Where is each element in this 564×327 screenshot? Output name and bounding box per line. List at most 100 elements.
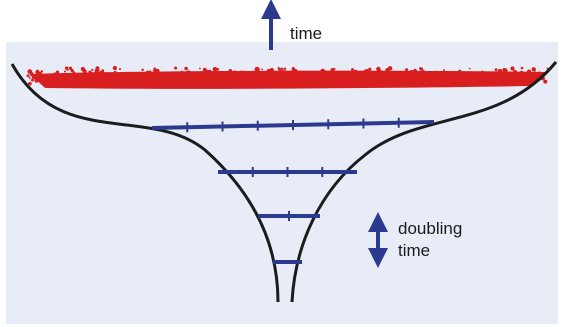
surface-speck (457, 76, 461, 80)
surface-speck (469, 68, 471, 70)
surface-speck (391, 75, 395, 79)
surface-speck (444, 72, 448, 76)
surface-speck (388, 66, 392, 70)
surface-speck (155, 73, 159, 77)
surface-speck (271, 75, 275, 79)
surface-speck (370, 81, 372, 83)
surface-speck (293, 69, 298, 74)
surface-speck (424, 74, 427, 77)
surface-speck (436, 77, 440, 81)
surface-speck (379, 82, 381, 84)
surface-speck (493, 71, 495, 73)
surface-speck (344, 73, 346, 75)
surface-speck (174, 66, 177, 69)
surface-speck (324, 82, 326, 84)
surface-speck (188, 77, 190, 79)
surface-speck (266, 71, 268, 73)
surface-speck (37, 72, 39, 74)
surface-speck (543, 80, 547, 84)
surface-speck (405, 68, 408, 71)
surface-speck (508, 75, 511, 78)
surface-speck (153, 70, 155, 72)
surface-speck (54, 81, 56, 83)
surface-speck (446, 79, 448, 81)
surface-speck (487, 74, 489, 76)
surface-speck (276, 72, 279, 75)
surface-speck (409, 74, 414, 79)
surface-speck (534, 70, 536, 72)
surface-speck (537, 75, 539, 77)
surface-speck (275, 77, 279, 81)
surface-speck (118, 78, 121, 81)
surface-speck (454, 72, 458, 76)
surface-speck (121, 80, 124, 83)
surface-speck (284, 68, 287, 71)
surface-speck (318, 75, 320, 77)
surface-speck (429, 79, 431, 81)
surface-speck (199, 68, 201, 70)
surface-speck (495, 75, 498, 78)
surface-speck (212, 73, 216, 77)
surface-speck (527, 70, 532, 75)
surface-speck (116, 74, 119, 77)
surface-speck (146, 71, 149, 74)
surface-speck (138, 72, 142, 76)
surface-speck (394, 83, 396, 85)
surface-speck (184, 67, 188, 71)
surface-speck (208, 80, 212, 84)
surface-speck (119, 68, 121, 70)
surface-speck (56, 71, 59, 74)
surface-speck (64, 70, 66, 72)
surface-speck (125, 77, 130, 82)
surface-speck (243, 81, 246, 84)
surface-speck (216, 68, 219, 71)
surface-speck (144, 75, 148, 79)
surface-speck (368, 68, 371, 71)
surface-speck (447, 75, 452, 80)
surface-speck (510, 66, 514, 70)
surface-speck (391, 79, 393, 81)
surface-speck (309, 77, 312, 80)
surface-speck (281, 72, 283, 74)
surface-speck (89, 81, 93, 85)
surface-speck (95, 69, 99, 73)
surface-speck (187, 70, 190, 73)
surface-speck (443, 69, 445, 71)
surface-speck (288, 77, 290, 79)
surface-speck (488, 82, 491, 85)
surface-speck (302, 72, 304, 74)
surface-speck (373, 78, 375, 80)
surface-speck (148, 79, 151, 82)
surface-speck (413, 79, 415, 81)
surface-speck (181, 70, 183, 72)
surface-speck (41, 77, 43, 79)
surface-speck (166, 78, 170, 82)
surface-speck (96, 81, 98, 83)
surface-speck (209, 70, 212, 73)
surface-speck (413, 75, 416, 78)
surface-speck (106, 77, 110, 81)
doubling-label-line2: time (398, 241, 430, 260)
surface-speck (211, 77, 214, 80)
surface-speck (41, 70, 43, 72)
surface-speck (458, 70, 461, 73)
surface-speck (126, 72, 128, 74)
surface-speck (265, 74, 269, 78)
surface-speck (80, 74, 84, 78)
surface-speck (101, 70, 104, 73)
surface-speck (505, 82, 507, 84)
surface-speck (375, 72, 379, 76)
surface-speck (143, 73, 145, 75)
surface-speck (327, 71, 331, 75)
surface-speck (99, 79, 102, 82)
surface-speck (375, 81, 379, 85)
surface-speck (91, 69, 93, 71)
surface-speck (422, 70, 425, 73)
surface-speck (282, 76, 284, 78)
surface-speck (103, 76, 106, 79)
surface-speck (333, 68, 335, 70)
surface-speck (520, 76, 522, 78)
surface-speck (203, 68, 207, 72)
surface-speck (292, 67, 295, 70)
